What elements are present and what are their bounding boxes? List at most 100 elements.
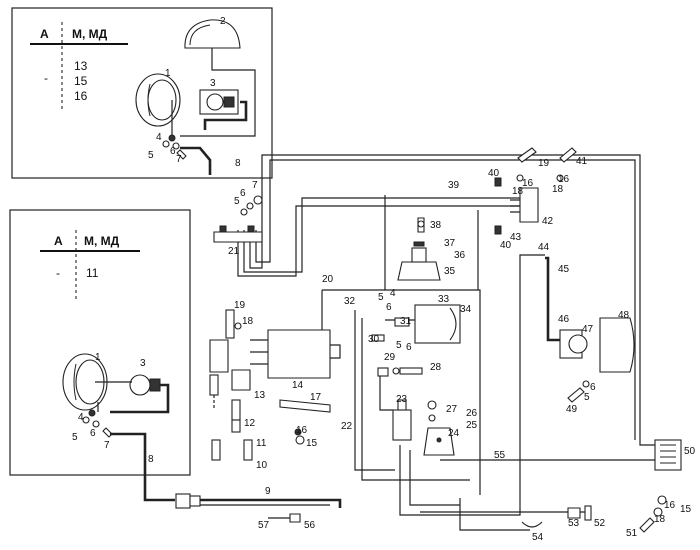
callout-6: 6 xyxy=(90,428,96,439)
callout-39: 39 xyxy=(448,180,460,191)
inset-top-frame xyxy=(11,7,273,179)
inset-left-table: А М, МД - 11 xyxy=(40,230,140,300)
callout-18: 18 xyxy=(552,184,564,195)
callout-36: 36 xyxy=(454,250,466,261)
callout-27: 27 xyxy=(446,404,458,415)
callout-6: 6 xyxy=(406,342,412,353)
callout-21: 21 xyxy=(228,246,240,257)
callout-16: 16 xyxy=(296,425,308,436)
callout-55: 55 xyxy=(494,450,506,461)
callout-7: 7 xyxy=(104,440,110,451)
connector-9 xyxy=(175,493,201,509)
ignition-switch xyxy=(397,217,441,281)
callout-7: 7 xyxy=(176,154,182,165)
inset-left-col-a: - xyxy=(56,266,60,280)
callout-labels: 1 2 3 4 5 6 7 8 1 3 4 5 6 7 8 9 10 11 12… xyxy=(72,16,696,543)
callout-25: 25 xyxy=(466,420,478,431)
callout-54: 54 xyxy=(532,532,544,543)
callout-50: 50 xyxy=(684,446,696,457)
callout-6: 6 xyxy=(240,188,246,199)
bottom-parts xyxy=(268,505,592,528)
callout-41: 41 xyxy=(576,156,588,167)
callout-13: 13 xyxy=(254,390,266,401)
inset-top-m-value: 16 xyxy=(74,89,88,103)
callout-12: 12 xyxy=(244,418,256,429)
switch-24 xyxy=(423,400,455,456)
inset-top-header-a: А xyxy=(40,27,49,41)
callout-46: 46 xyxy=(558,314,570,325)
callout-6: 6 xyxy=(590,382,596,393)
inset-left-header-a: А xyxy=(54,234,63,248)
callout-42: 42 xyxy=(542,216,554,227)
callout-40: 40 xyxy=(500,240,512,251)
callout-11: 11 xyxy=(256,438,267,449)
bolt-28 xyxy=(392,367,423,375)
callout-14: 14 xyxy=(292,380,304,391)
fasteners-top-right xyxy=(516,147,577,182)
inset-left-frame xyxy=(9,209,191,476)
inset-top-m-value: 13 xyxy=(74,59,88,73)
callout-1: 1 xyxy=(95,352,101,363)
callout-22: 22 xyxy=(341,421,353,432)
callout-15: 15 xyxy=(306,438,318,449)
callout-5: 5 xyxy=(378,292,384,303)
callout-5: 5 xyxy=(72,432,78,443)
inset-top-headlamps xyxy=(135,19,256,175)
callout-18: 18 xyxy=(242,316,254,327)
callout-44: 44 xyxy=(538,242,550,253)
fasteners-mid-right xyxy=(567,380,590,403)
relay-box-14 xyxy=(250,329,341,379)
callout-52: 52 xyxy=(594,518,606,529)
coil-caps xyxy=(209,309,251,391)
callout-10: 10 xyxy=(256,460,268,471)
callout-43: 43 xyxy=(510,232,522,243)
callout-16: 16 xyxy=(558,174,570,185)
callout-2: 2 xyxy=(220,16,226,27)
terminal-strip-21 xyxy=(213,195,263,243)
callout-24: 24 xyxy=(448,428,460,439)
inset-top-m-value: 15 xyxy=(74,74,88,88)
callout-3: 3 xyxy=(210,78,216,89)
callout-5: 5 xyxy=(234,196,240,207)
inset-top-table: А М, МД - 13 15 16 xyxy=(30,22,128,110)
callout-4: 4 xyxy=(390,288,396,299)
callout-45: 45 xyxy=(558,264,570,275)
callout-19: 19 xyxy=(234,300,246,311)
callout-40: 40 xyxy=(488,168,500,179)
callout-8: 8 xyxy=(235,158,241,169)
callout-28: 28 xyxy=(430,362,442,373)
coil-33-34 xyxy=(371,304,461,344)
callout-8: 8 xyxy=(148,454,154,465)
callout-15: 15 xyxy=(680,504,692,515)
callout-16: 16 xyxy=(522,178,534,189)
callout-32: 32 xyxy=(344,296,356,307)
callout-30: 30 xyxy=(368,334,380,345)
callout-38: 38 xyxy=(430,220,442,231)
callout-6: 6 xyxy=(170,146,176,157)
fuse-block-42 xyxy=(494,177,539,235)
pedal-50 xyxy=(654,439,682,471)
callout-5: 5 xyxy=(148,150,154,161)
callout-35: 35 xyxy=(444,266,456,277)
callout-37: 37 xyxy=(444,238,456,249)
callout-47: 47 xyxy=(582,324,594,335)
callout-48: 48 xyxy=(618,310,630,321)
callout-29: 29 xyxy=(384,352,396,363)
callout-4: 4 xyxy=(156,132,162,143)
callout-16: 16 xyxy=(664,500,676,511)
callout-23: 23 xyxy=(396,394,408,405)
callout-19: 19 xyxy=(538,158,550,169)
callout-6: 6 xyxy=(386,302,392,313)
callout-34: 34 xyxy=(460,304,472,315)
callout-7: 7 xyxy=(252,180,258,191)
callout-49: 49 xyxy=(566,404,578,415)
inset-top-header-m: М, МД xyxy=(72,27,108,41)
callout-33: 33 xyxy=(438,294,450,305)
callout-56: 56 xyxy=(304,520,316,531)
callout-5: 5 xyxy=(584,392,590,403)
main-harness xyxy=(143,154,655,531)
callout-57: 57 xyxy=(258,520,270,531)
callout-1: 1 xyxy=(165,68,171,79)
switch-23 xyxy=(377,367,412,441)
